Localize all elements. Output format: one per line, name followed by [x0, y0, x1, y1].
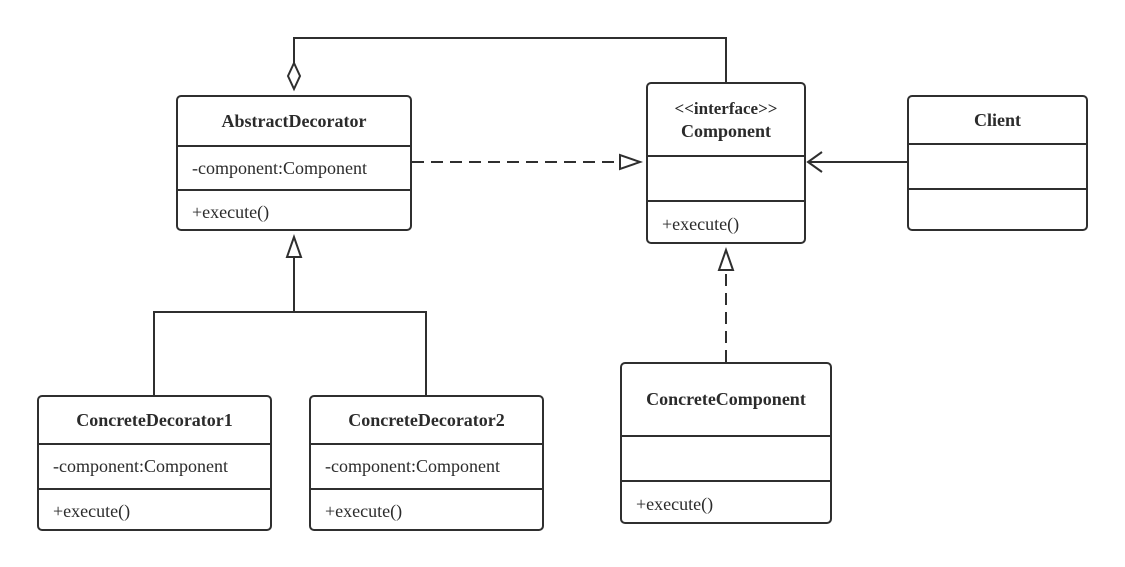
class-attribute	[648, 155, 804, 200]
class-header: <<interface>> Component	[648, 84, 804, 155]
class-concrete-component[interactable]: ConcreteComponent +execute()	[620, 362, 832, 524]
class-method	[909, 188, 1086, 229]
class-attribute: -component:Component	[311, 443, 542, 488]
class-method: +execute()	[622, 480, 830, 522]
class-method: +execute()	[39, 488, 270, 529]
class-attribute: -component:Component	[39, 443, 270, 488]
class-concrete-decorator-2[interactable]: ConcreteDecorator2 -component:Component …	[309, 395, 544, 531]
class-stereotype: <<interface>>	[674, 98, 778, 118]
class-abstract-decorator[interactable]: AbstractDecorator -component:Component +…	[176, 95, 412, 231]
aggregation-connector	[286, 37, 727, 92]
class-name: Client	[974, 109, 1021, 130]
generalization-connector	[153, 233, 427, 395]
class-method: +execute()	[311, 488, 542, 529]
class-concrete-decorator-1[interactable]: ConcreteDecorator1 -component:Component …	[37, 395, 272, 531]
class-client[interactable]: Client	[907, 95, 1088, 231]
class-name: ConcreteDecorator1	[76, 409, 233, 430]
class-attribute: -component:Component	[178, 145, 410, 189]
realization-connector-component	[717, 246, 735, 362]
class-attribute	[909, 143, 1086, 188]
class-component[interactable]: <<interface>> Component +execute()	[646, 82, 806, 244]
class-attribute	[622, 435, 830, 480]
class-name: Component	[680, 120, 771, 141]
class-name: ConcreteComponent	[646, 389, 806, 409]
class-method: +execute()	[648, 200, 804, 242]
class-name: AbstractDecorator	[221, 110, 367, 131]
realization-connector-decorator	[412, 153, 644, 171]
association-connector	[806, 151, 907, 173]
class-method: +execute()	[178, 189, 410, 229]
class-name: ConcreteDecorator2	[348, 409, 505, 430]
